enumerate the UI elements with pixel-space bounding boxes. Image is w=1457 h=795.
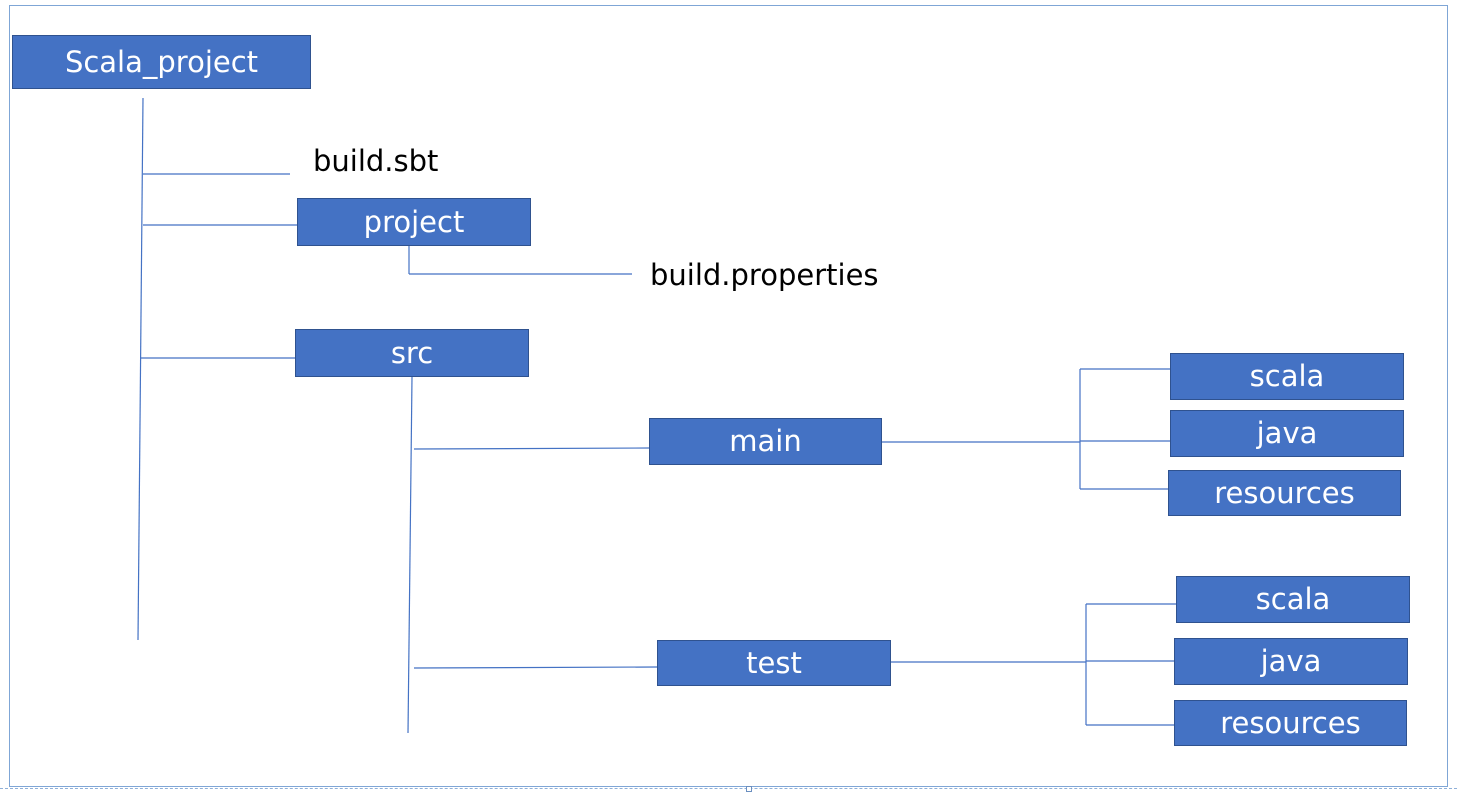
test-resources-label: resources xyxy=(1220,705,1361,740)
test-java-label: java xyxy=(1260,644,1322,678)
main-java-label: java xyxy=(1256,416,1318,450)
build-properties-file: build.properties xyxy=(650,258,879,292)
src-folder-box: src xyxy=(295,329,529,377)
test-folder-box: test xyxy=(657,640,891,686)
main-folder-box: main xyxy=(649,418,882,465)
test-folder-label: test xyxy=(746,645,802,680)
main-folder-label: main xyxy=(729,424,802,458)
selection-border xyxy=(0,788,1457,789)
root-folder-box: Scala_project xyxy=(12,35,311,89)
main-java-folder-box: java xyxy=(1170,410,1404,457)
root-trunk-line xyxy=(137,97,144,641)
branch-main xyxy=(413,447,650,450)
src-trunk-line xyxy=(407,376,413,734)
project-folder-box: project xyxy=(297,198,531,246)
test-java-folder-box: java xyxy=(1174,638,1408,685)
project-folder-label: project xyxy=(363,204,465,239)
diagram-frame xyxy=(9,5,1448,787)
build-sbt-file: build.sbt xyxy=(313,144,439,178)
test-scala-folder-box: scala xyxy=(1176,576,1410,623)
main-resources-label: resources xyxy=(1214,475,1355,510)
test-scala-label: scala xyxy=(1255,582,1331,616)
main-scala-label: scala xyxy=(1249,359,1325,393)
main-scala-folder-box: scala xyxy=(1170,353,1404,400)
test-resources-folder-box: resources xyxy=(1174,700,1407,746)
branch-test xyxy=(413,666,658,669)
resize-handle[interactable] xyxy=(746,786,752,792)
main-resources-folder-box: resources xyxy=(1168,470,1401,516)
root-folder-label: Scala_project xyxy=(64,44,259,79)
src-folder-label: src xyxy=(390,335,434,370)
